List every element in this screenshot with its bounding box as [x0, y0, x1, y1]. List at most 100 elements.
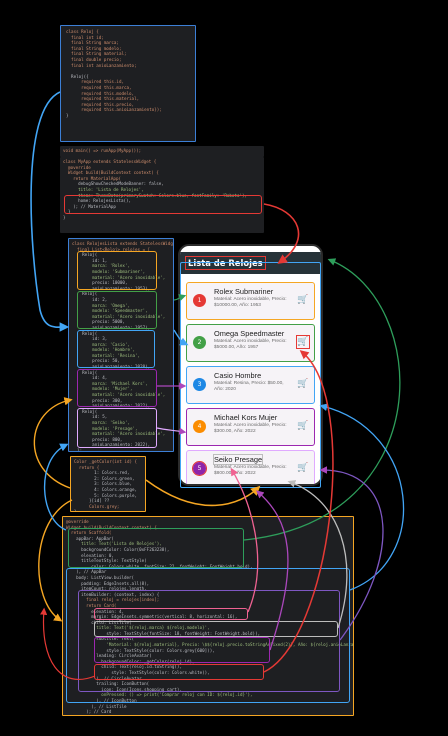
code-line: final reloj = relojes[index]; — [66, 597, 160, 603]
code-line: final double precio; — [66, 56, 122, 62]
code-line: material: 'Acero inoxidable', — [72, 313, 166, 319]
code-line: material: 'Acero inoxidable', — [72, 274, 166, 280]
code-line: final int id; — [66, 34, 104, 40]
code-line: leading: CircleAvatar( — [66, 653, 152, 659]
code-line: marca: 'Michael Kors', — [72, 380, 148, 386]
code-line: modelo: 'Hombre', — [72, 347, 136, 353]
highlight-reloj-1 — [77, 251, 157, 290]
code-line: return Card( — [66, 602, 117, 608]
code-line: title: Text('${reloj.marca} ${reloj.mode… — [66, 625, 210, 631]
highlight-title-code — [94, 608, 248, 620]
code-line: final String material; — [66, 51, 127, 57]
code-line: return MaterialApp( — [63, 175, 121, 181]
code-line: ), // CircleAvatar — [66, 675, 142, 681]
code-line: required this.id, — [66, 79, 124, 85]
code-line: 1: Colors.red, — [74, 470, 130, 476]
code-line: required this.material, — [66, 96, 140, 102]
code-line: ]; — [72, 447, 83, 452]
code-line: modelo: 'Presage', — [72, 425, 138, 431]
code-line: material: 'Resina', — [72, 352, 141, 358]
highlight-reloj-3 — [77, 330, 155, 368]
code-line: child: ListTile( — [66, 619, 132, 625]
code-line: anioLanzamiento: 1953), — [72, 285, 151, 291]
code-line: modelo: 'Submariner', — [72, 268, 146, 274]
code-main-fn: void main() => runApp(MyApp()); — [60, 146, 264, 157]
code-line: class MyApp extends StatelessWidget { — [63, 159, 157, 164]
code-line: precio: 300, — [72, 397, 123, 403]
code-line: margin: EdgeInsets.symmetric(vertical: 8… — [66, 614, 238, 620]
code-line: final String marca; — [66, 40, 119, 46]
code-line: subtitle: Text( — [66, 636, 135, 642]
code-line: Reloj( — [72, 369, 98, 375]
avatar: 1 — [193, 294, 206, 307]
code-line: Reloj( — [72, 252, 98, 258]
code-line: marca: 'Seiko', — [72, 420, 130, 425]
code-line: precio: 800, — [72, 436, 123, 442]
code-line: ), // ListTile — [66, 703, 127, 709]
code-line: 4: Colors.orange, — [74, 486, 138, 492]
code-color-fn: Color _getColor(int id) { return { 1: Co… — [70, 456, 146, 512]
code-line: titleTextStyle: TextStyle( — [66, 558, 147, 564]
avatar: 5 — [192, 461, 207, 476]
code-line: ); // MaterialApp — [63, 203, 116, 209]
code-line: Color _getColor(int id) { — [74, 459, 138, 464]
highlight-appbar-code — [68, 528, 244, 568]
code-line: home: RelojesLista(), — [63, 198, 132, 204]
code-line: id: 2, — [72, 296, 108, 302]
code-line: id: 1, — [72, 257, 108, 263]
code-line: onPressed: () => print('Comprar reloj co… — [66, 692, 253, 698]
code-line: anioLanzamiento: 2020), — [72, 364, 151, 370]
code-line: material: 'Acero inoxidable', — [72, 431, 166, 437]
code-line: Reloj( — [72, 408, 98, 414]
code-line: icon: Icon(Icons.shopping_cart), — [66, 686, 182, 692]
code-line: padding: EdgeInsets.all(8), — [66, 580, 150, 586]
code-line: Reloj( — [72, 291, 98, 297]
code-line: Widget build(BuildContext context) { — [63, 170, 159, 176]
highlight-reloj-4 — [77, 369, 157, 407]
code-line: } — [63, 209, 71, 215]
code-line: appBar: AppBar( — [66, 535, 114, 541]
code-line: void main() => runApp(MyApp()); — [63, 148, 142, 153]
code-line: Colors.grey; — [74, 503, 120, 509]
code-line: style: TextStyle(fontSize: 18, fontWeigh… — [66, 630, 261, 636]
code-line: precio: 10000, — [72, 280, 128, 286]
code-line: } — [74, 509, 77, 512]
code-line: } — [66, 112, 69, 118]
highlight-trailing-code — [94, 664, 264, 680]
code-line: final int anioLanzamiento; — [66, 62, 137, 68]
code-line: id: 3, — [72, 336, 108, 342]
code-line: anioLanzamiento: 2022), — [72, 403, 151, 409]
code-line: @override — [66, 519, 89, 524]
code-line: 2: Colors.green, — [74, 475, 135, 481]
code-line: material: 'Acero inoxidable', — [72, 392, 166, 398]
code-line: }, — [66, 715, 350, 716]
code-line: color: Colors.white, fontSize: 22, fontW… — [66, 563, 253, 569]
highlight-leading-code — [94, 637, 270, 663]
list-item-title: Casio Hombre — [214, 371, 262, 380]
code-line: id: 4, — [72, 375, 108, 381]
code-line: ); // Card — [66, 709, 112, 715]
code-line: trailing: IconButton( — [66, 681, 150, 687]
code-line: 3: Colors.blue, — [74, 481, 132, 487]
highlight-subtitle-code — [94, 621, 338, 637]
code-line: itemBuilder: (context, index) { — [66, 591, 160, 597]
code-line: elevation: 0, — [66, 552, 114, 558]
code-line: anioLanzamiento: 2022), — [72, 442, 151, 448]
code-line: @override — [63, 164, 91, 170]
code-line: title: 'Lista de Relojes', — [63, 186, 144, 192]
avatar: 2 — [193, 336, 206, 349]
code-line: anioLanzamiento: 1957), — [72, 324, 151, 330]
highlight-reloj-2 — [77, 291, 157, 329]
code-line: required this.modelo, — [66, 90, 135, 96]
code-line: backgroundColor: _getColor(reloj.id), — [66, 658, 195, 664]
code-line: elevation: 4, — [66, 608, 124, 614]
code-line: final String modelo; — [66, 45, 122, 51]
code-line: 5: Colors.purple, — [74, 492, 138, 498]
code-line: precio: 50, — [72, 358, 120, 364]
code-line: Widget build(BuildContext context) { — [66, 524, 157, 530]
code-line: required this.precio, — [66, 101, 135, 107]
code-line: Reloj({ — [66, 73, 89, 79]
app-bar-title: Lista de Relojes — [185, 256, 266, 270]
code-line: Reloj( — [72, 330, 98, 336]
code-line: return Scaffold( — [66, 530, 112, 536]
